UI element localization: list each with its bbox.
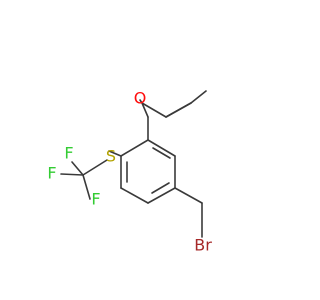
bond-ring-ch2br (174, 187, 203, 204)
bond-methyl (190, 90, 207, 104)
ring-bond-3 (147, 187, 176, 204)
bond-s-cf3 (82, 159, 108, 176)
bond-ring-s (108, 150, 122, 157)
bond-cf3-f1 (71, 161, 84, 176)
bond-cf3-f3 (82, 174, 91, 200)
bond-ethyl-ch2 (165, 102, 192, 118)
ring-bond-6 (120, 139, 149, 157)
fluorine-label-1: F (64, 144, 73, 163)
ring-inner-1 (152, 147, 171, 159)
bromine-label: Br (194, 236, 212, 255)
bond-carbonyl-o-2 (141, 102, 149, 118)
fluorine-label-2: F (47, 164, 56, 183)
bond-cf3-f2 (60, 173, 84, 176)
bond-ch2-carbonyl (141, 102, 167, 118)
molecule-drawing: O S F F F Br (47, 89, 212, 255)
oxygen-label: O (134, 89, 147, 108)
ring-bond-1 (147, 139, 176, 157)
sulfur-label: S (106, 147, 116, 166)
fluorine-label-3: F (91, 190, 100, 209)
ring-bond-4 (120, 187, 149, 204)
ring-inner-2 (151, 182, 170, 194)
structure-diagram: O S F F F Br (47, 89, 212, 255)
